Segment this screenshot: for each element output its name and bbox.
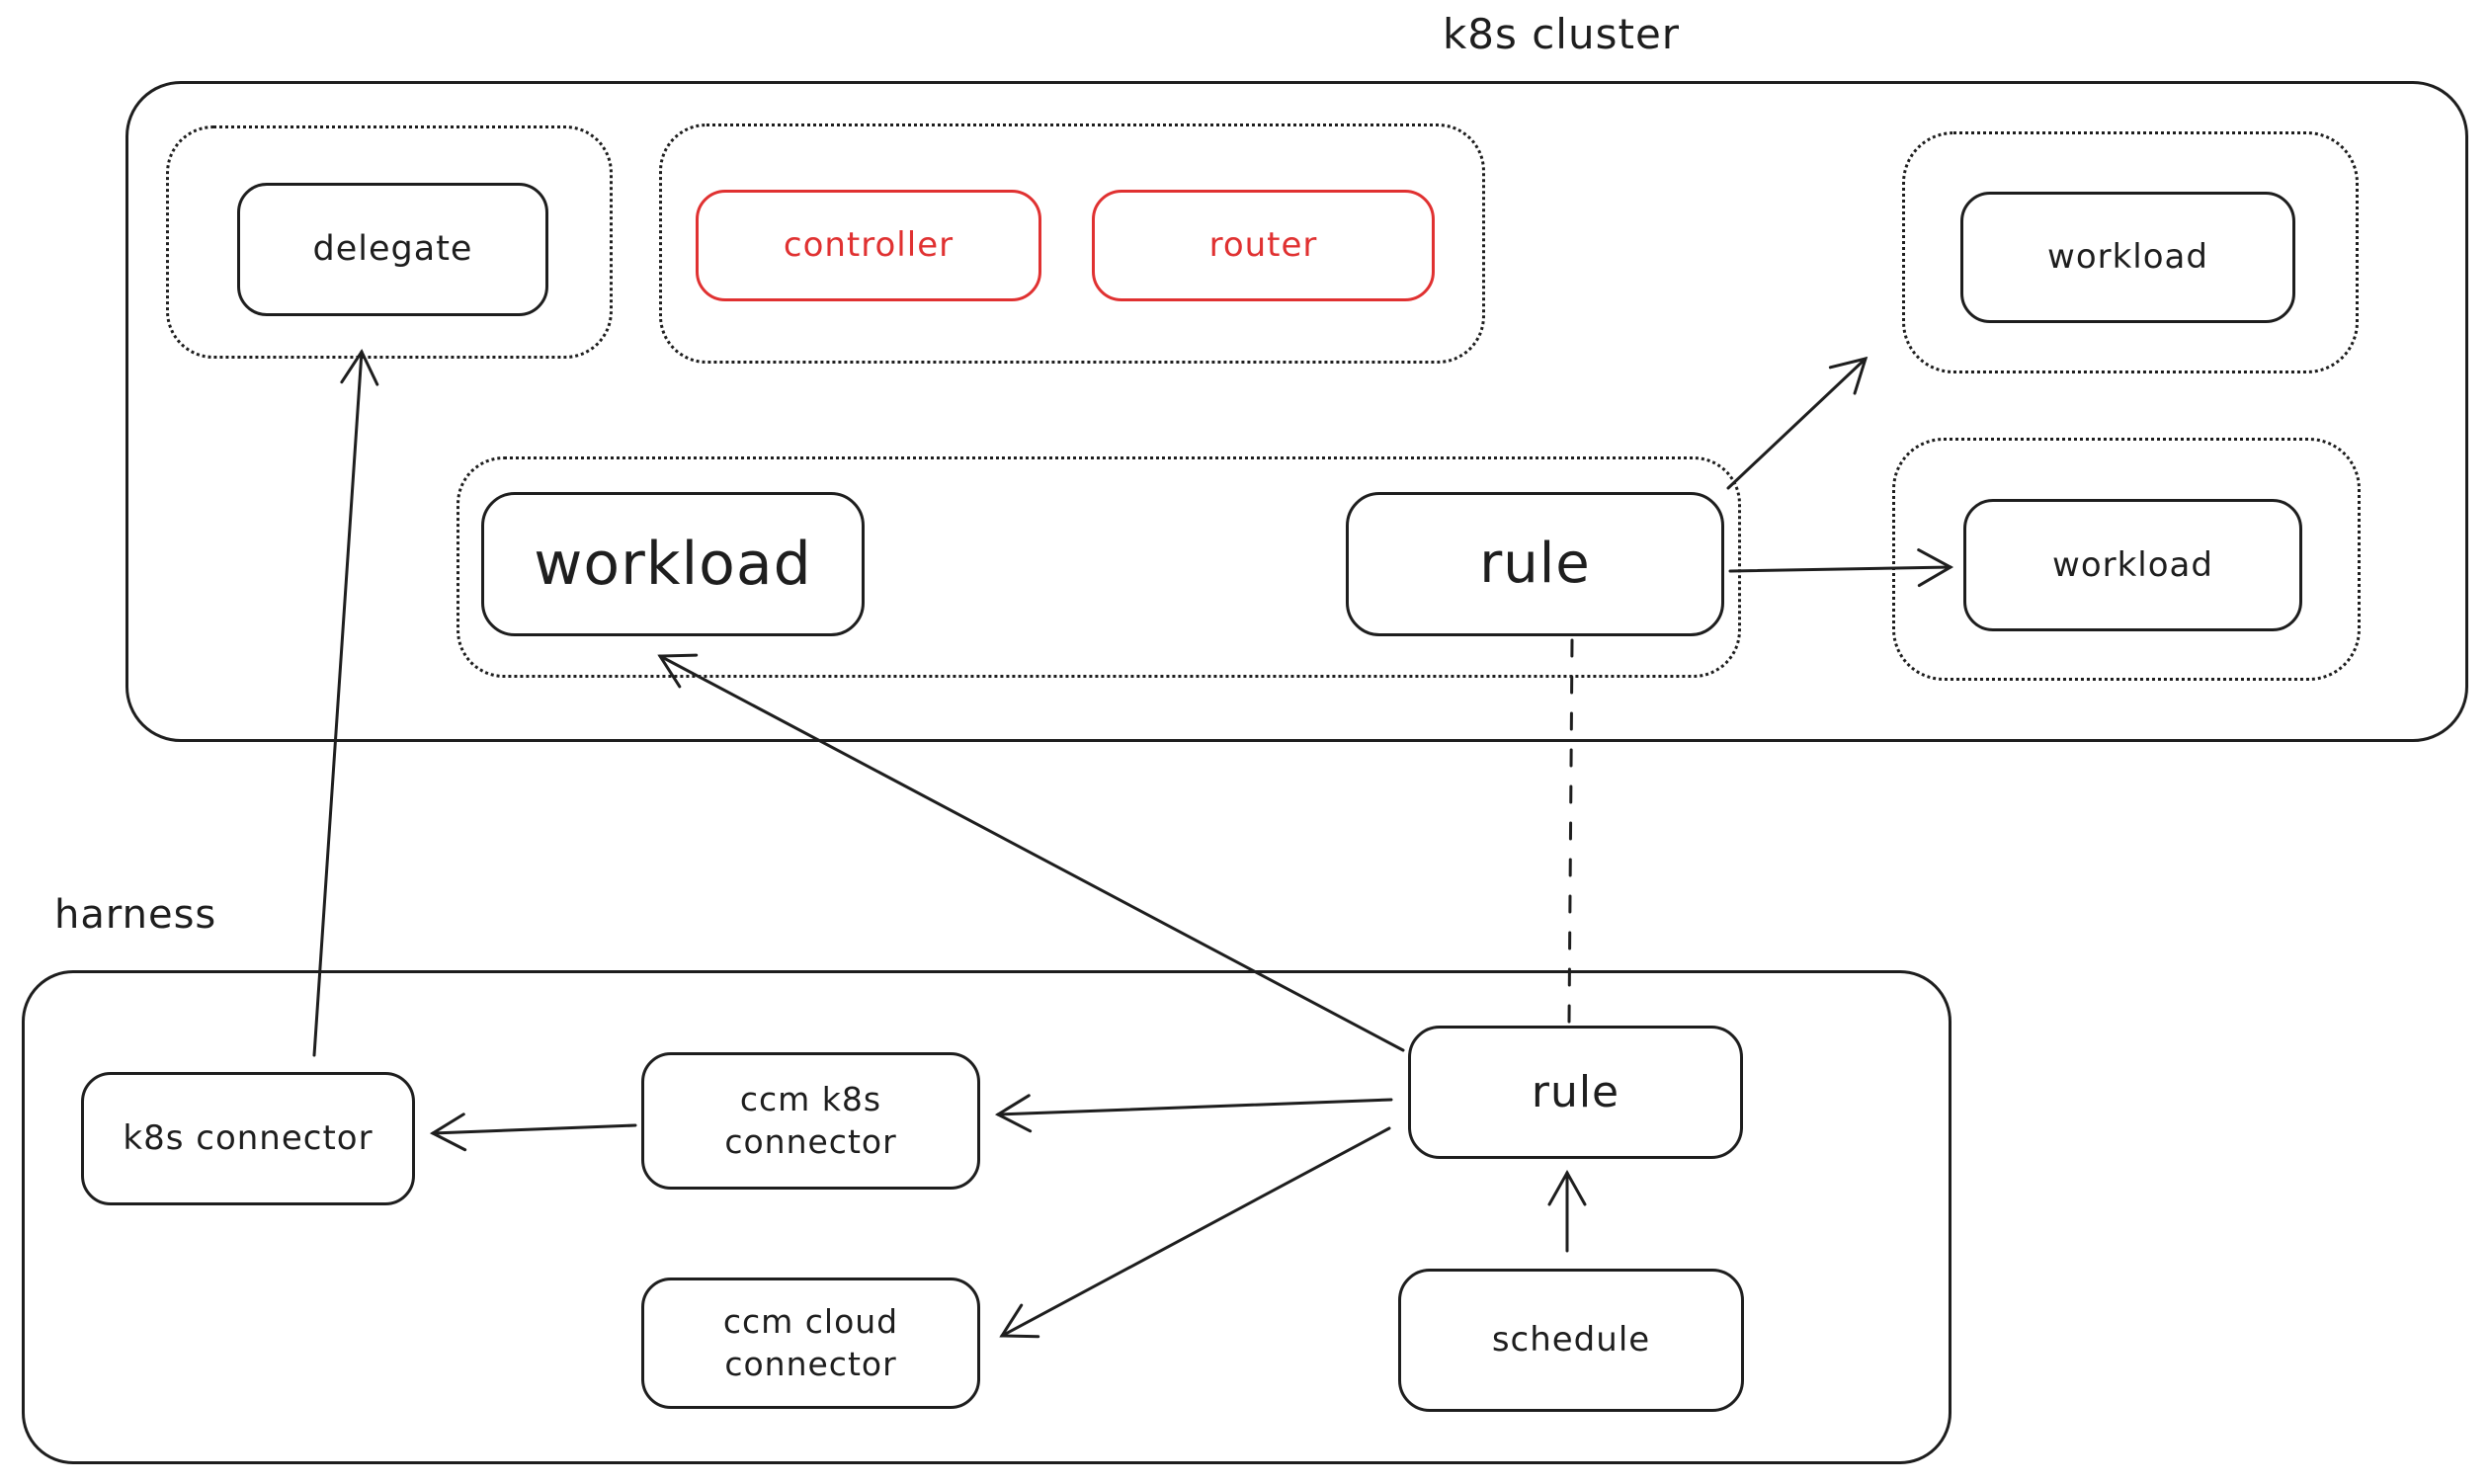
node-delegate: delegate <box>237 183 548 316</box>
node-workload-main-label: workload <box>534 530 812 599</box>
node-ccm-k8s-connector: ccm k8s connector <box>641 1052 980 1190</box>
controller-router-group <box>659 124 1485 364</box>
node-router-label: router <box>1208 225 1318 266</box>
node-router: router <box>1092 190 1435 301</box>
workload-right-group <box>1892 438 2361 681</box>
node-ccm-cloud-connector-label: ccm cloud connector <box>722 1301 899 1383</box>
node-schedule-label: schedule <box>1491 1320 1651 1360</box>
node-delegate-label: delegate <box>312 228 473 269</box>
node-rule-harness: rule <box>1408 1026 1743 1159</box>
k8s-cluster-title: k8s cluster <box>1442 10 1681 58</box>
node-workload-right: workload <box>1963 499 2302 631</box>
node-controller: controller <box>696 190 1041 301</box>
node-ccm-cloud-connector: ccm cloud connector <box>641 1278 980 1409</box>
node-rule-harness-label: rule <box>1531 1066 1620 1117</box>
delegate-group <box>166 125 613 359</box>
node-workload-top: workload <box>1960 192 2295 323</box>
node-rule-cluster: rule <box>1346 492 1724 636</box>
node-workload-top-label: workload <box>2047 237 2208 278</box>
node-ccm-k8s-connector-label: ccm k8s connector <box>724 1079 897 1161</box>
workload-top-group <box>1902 131 2359 373</box>
node-workload-main: workload <box>481 492 865 636</box>
node-schedule: schedule <box>1398 1269 1744 1412</box>
node-k8s-connector: k8s connector <box>81 1072 415 1205</box>
node-workload-right-label: workload <box>2052 544 2213 585</box>
node-controller-label: controller <box>783 225 955 266</box>
node-k8s-connector-label: k8s connector <box>123 1118 374 1159</box>
node-rule-cluster-label: rule <box>1479 531 1591 596</box>
harness-title: harness <box>54 892 217 938</box>
